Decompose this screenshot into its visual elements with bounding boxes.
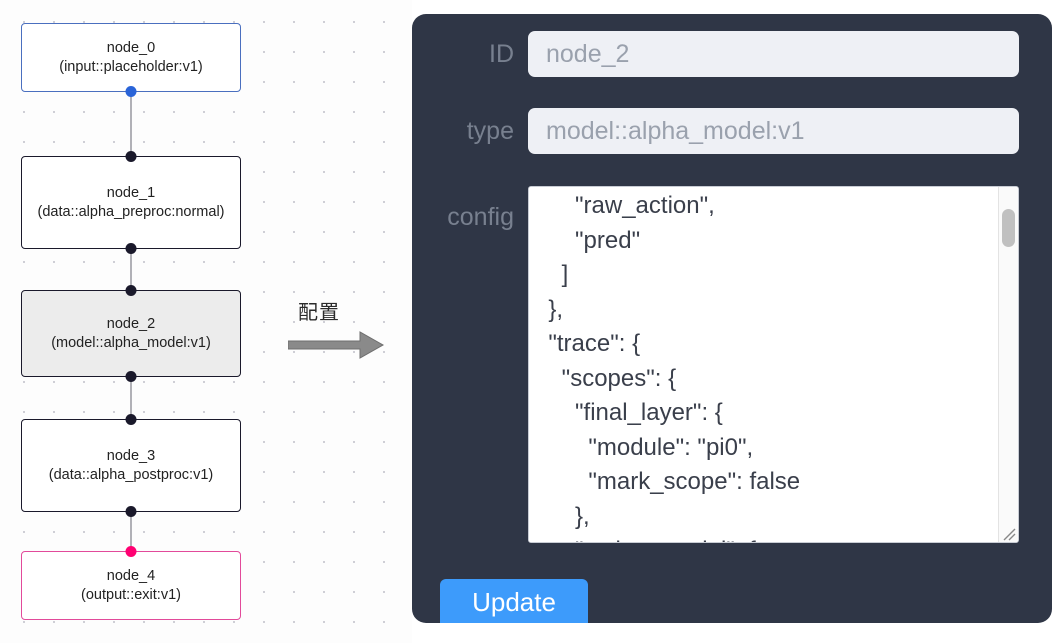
node-label: node_1 (data::alpha_preproc:normal) xyxy=(37,184,225,220)
field-row-type: type xyxy=(412,108,1052,154)
config-textarea[interactable] xyxy=(529,187,1000,542)
graph-node-node_4[interactable]: node_4 (output::exit:v1) xyxy=(21,546,241,620)
config-scrollbar-thumb[interactable] xyxy=(1002,209,1015,247)
config-textarea-wrapper xyxy=(528,186,1019,543)
node-label: node_0 (input::placeholder:v1) xyxy=(59,39,203,75)
type-input[interactable] xyxy=(528,108,1019,154)
right-arrow-icon xyxy=(288,331,385,359)
node-handle-bottom[interactable] xyxy=(125,243,137,254)
config-field-label: config xyxy=(447,203,514,231)
annotation-label: 配置 xyxy=(298,300,340,324)
graph-canvas[interactable]: node_0 (input::placeholder:v1) node_1 (d… xyxy=(0,0,412,643)
update-button[interactable]: Update xyxy=(440,579,588,623)
node-label: node_2 (model::alpha_model:v1) xyxy=(51,315,211,351)
config-scrollbar[interactable] xyxy=(998,187,1018,542)
node-handle-top[interactable] xyxy=(125,414,137,425)
graph-node-node_1[interactable]: node_1 (data::alpha_preproc:normal) xyxy=(21,151,241,254)
node-handle-bottom[interactable] xyxy=(125,506,137,517)
node-handle-bottom[interactable] xyxy=(125,371,137,382)
graph-node-node_2[interactable]: node_2 (model::alpha_model:v1) xyxy=(21,285,241,382)
node-handle-top[interactable] xyxy=(125,546,137,557)
node-handle-top[interactable] xyxy=(125,151,137,162)
node-handle-top[interactable] xyxy=(125,285,137,296)
node-handle-bottom[interactable] xyxy=(125,86,137,97)
type-field-label: type xyxy=(466,116,514,145)
id-input[interactable] xyxy=(528,31,1019,77)
node-label: node_3 (data::alpha_postproc:v1) xyxy=(48,447,214,483)
node-label: node_4 (output::exit:v1) xyxy=(81,567,181,603)
annotation-group: 配置 xyxy=(288,296,398,362)
id-field-label: ID xyxy=(489,39,514,68)
node-inspector-panel: ID type config Update xyxy=(412,14,1052,623)
graph-node-node_0[interactable]: node_0 (input::placeholder:v1) xyxy=(21,23,241,97)
field-row-id: ID xyxy=(412,31,1052,77)
graph-node-node_3[interactable]: node_3 (data::alpha_postproc:v1) xyxy=(21,414,241,517)
field-row-config: config xyxy=(412,186,1052,543)
